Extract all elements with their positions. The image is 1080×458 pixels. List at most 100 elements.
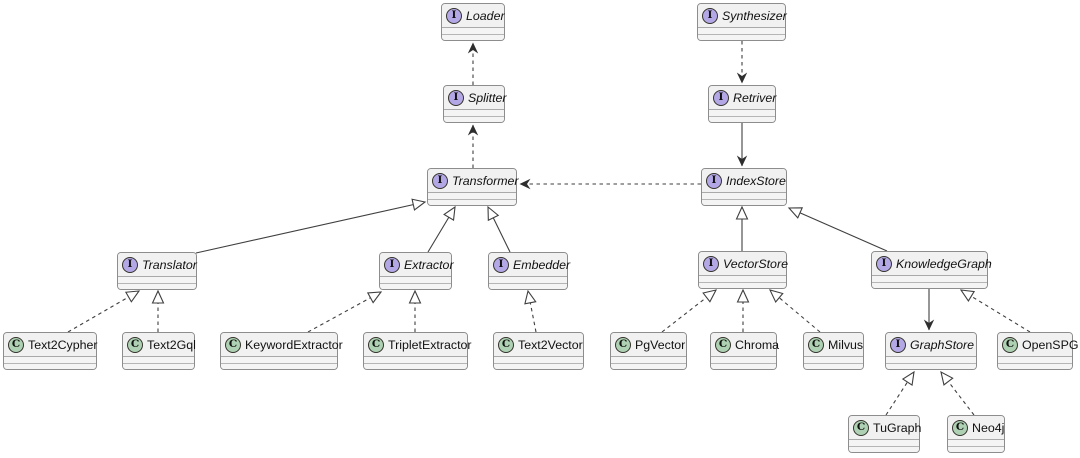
uml-node-transformer: I Transformer bbox=[427, 168, 519, 206]
attributes-compartment bbox=[123, 357, 194, 363]
node-label: Translator bbox=[142, 257, 197, 272]
interface-spot-icon: I bbox=[384, 256, 400, 273]
class-spot-icon: C bbox=[127, 336, 143, 353]
node-label: TripletExtractor bbox=[388, 337, 472, 352]
uml-node-text2cypher: C Text2Cypher bbox=[3, 332, 98, 370]
methods-compartment bbox=[428, 199, 516, 205]
class-spot-icon: C bbox=[8, 336, 24, 353]
class-spot-icon: C bbox=[952, 419, 968, 436]
node-label: IndexStore bbox=[726, 173, 786, 188]
interface-spot-icon: I bbox=[432, 172, 448, 189]
node-header: C Text2Vector bbox=[494, 333, 583, 357]
node-label: Text2Cypher bbox=[28, 337, 98, 352]
attributes-compartment bbox=[442, 28, 504, 34]
edge-extractor-transformer bbox=[427, 205, 456, 253]
class-spot-icon: C bbox=[498, 336, 514, 353]
methods-compartment bbox=[494, 363, 583, 369]
methods-compartment bbox=[4, 363, 96, 369]
methods-compartment bbox=[886, 363, 976, 369]
class-spot-icon: C bbox=[808, 336, 824, 353]
interface-spot-icon: I bbox=[876, 255, 892, 272]
attributes-compartment bbox=[998, 357, 1072, 363]
methods-compartment bbox=[702, 199, 786, 205]
edge-neo4j-graphstore bbox=[940, 370, 975, 416]
attributes-compartment bbox=[4, 357, 96, 363]
methods-compartment bbox=[804, 363, 863, 369]
methods-compartment bbox=[611, 363, 686, 369]
uml-node-text2vector: C Text2Vector bbox=[493, 332, 584, 370]
attributes-compartment bbox=[872, 276, 987, 282]
class-spot-icon: C bbox=[225, 336, 241, 353]
edge-milvus-vectorstore bbox=[768, 289, 821, 333]
attributes-compartment bbox=[886, 357, 976, 363]
methods-compartment bbox=[123, 363, 194, 369]
attributes-compartment bbox=[221, 357, 337, 363]
attributes-compartment bbox=[380, 277, 451, 283]
uml-node-text2gql: C Text2Gql bbox=[122, 332, 196, 370]
edge-translator-transformer bbox=[195, 198, 427, 254]
methods-compartment bbox=[380, 283, 451, 289]
node-label: Chroma bbox=[735, 337, 780, 352]
edge-openspg-knowledgegraph bbox=[959, 289, 1031, 333]
methods-compartment bbox=[221, 363, 337, 369]
methods-compartment bbox=[711, 363, 776, 369]
node-label: Transformer bbox=[452, 173, 519, 188]
attributes-compartment bbox=[611, 357, 686, 363]
node-label: KnowledgeGraph bbox=[896, 256, 992, 271]
interface-spot-icon: I bbox=[703, 255, 719, 272]
edge-keywordextractor-extractor bbox=[307, 291, 383, 333]
interface-spot-icon: I bbox=[713, 89, 729, 106]
uml-node-knowledgegraph: I KnowledgeGraph bbox=[871, 251, 992, 289]
node-label: Neo4j bbox=[972, 420, 1005, 435]
methods-compartment bbox=[444, 116, 504, 122]
node-header: C Text2Gql bbox=[123, 333, 196, 357]
attributes-compartment bbox=[444, 110, 504, 116]
node-label: Text2Gql bbox=[147, 337, 196, 352]
interface-spot-icon: I bbox=[706, 172, 722, 189]
attributes-compartment bbox=[804, 357, 863, 363]
node-header: C Text2Cypher bbox=[4, 333, 98, 357]
node-label: OpenSPG bbox=[1022, 337, 1079, 352]
node-label: Synthesizer bbox=[722, 8, 787, 23]
node-header: I KnowledgeGraph bbox=[872, 252, 992, 276]
node-label: Text2Vector bbox=[518, 337, 583, 352]
edge-text2cypher-translator bbox=[67, 290, 141, 333]
attributes-compartment bbox=[698, 28, 785, 34]
edge-knowledgegraph-indexstore bbox=[787, 207, 888, 252]
attributes-compartment bbox=[948, 440, 1004, 446]
methods-compartment bbox=[364, 363, 467, 369]
node-label: Embedder bbox=[513, 257, 571, 272]
attributes-compartment bbox=[699, 276, 786, 282]
node-label: GraphStore bbox=[910, 337, 975, 352]
interface-spot-icon: I bbox=[446, 7, 462, 24]
attributes-compartment bbox=[709, 110, 775, 116]
methods-compartment bbox=[872, 282, 987, 288]
methods-compartment bbox=[489, 283, 567, 289]
node-header: I IndexStore bbox=[702, 169, 786, 193]
methods-compartment bbox=[998, 363, 1072, 369]
